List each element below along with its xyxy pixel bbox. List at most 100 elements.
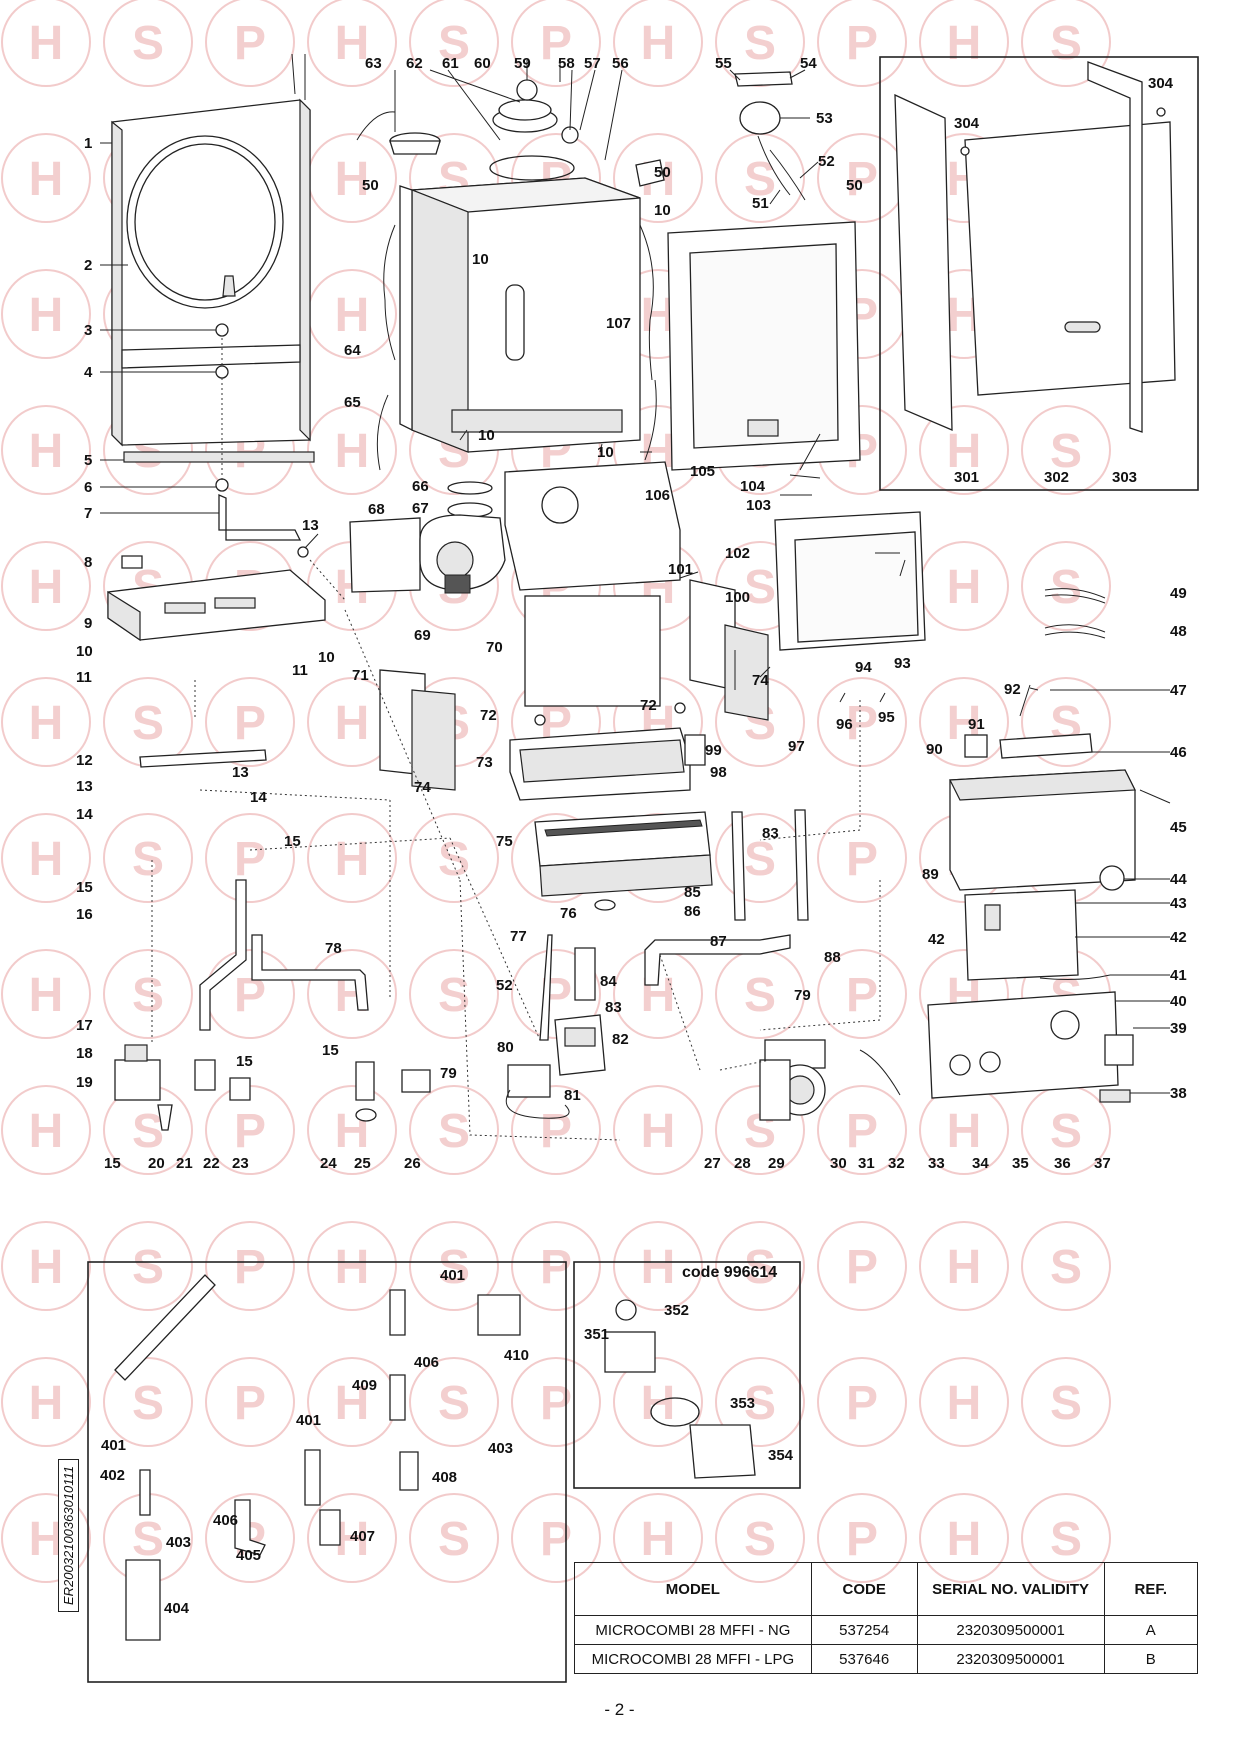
watermark-letter: S	[132, 697, 164, 750]
callout-24: 24	[320, 1155, 337, 1172]
watermark-letter: H	[641, 1105, 676, 1158]
callout-401c: 401	[101, 1437, 126, 1454]
watermark-letter: S	[132, 1513, 164, 1566]
model-table: MODEL CODE SERIAL NO. VALIDITY REF. MICR…	[574, 1562, 1199, 1674]
flue-seal	[389, 140, 441, 155]
watermark-letter: S	[1050, 425, 1082, 478]
watermark-circle	[307, 813, 397, 903]
watermark-letter: H	[29, 697, 64, 750]
callout-61: 61	[442, 55, 459, 72]
watermark-circle	[103, 1221, 193, 1311]
callout-40: 40	[1170, 993, 1187, 1010]
callout-37: 37	[1094, 1155, 1111, 1172]
watermark-circle	[307, 949, 397, 1039]
callout-85: 85	[684, 884, 701, 901]
pump-body-354	[689, 1424, 756, 1479]
cell-serial: 2320309500001	[916, 1615, 1105, 1645]
watermark-letter: P	[234, 833, 266, 886]
callout-97: 97	[788, 738, 805, 755]
silicone-tubes	[757, 135, 806, 201]
watermark-letter: H	[29, 153, 64, 206]
pressure-switch	[739, 101, 781, 135]
callout-52a: 52	[818, 153, 835, 170]
watermark-letter: H	[335, 17, 370, 70]
watermark-circle	[1, 405, 91, 495]
fan-collar-66	[447, 481, 493, 495]
sensor-72b	[674, 702, 686, 714]
watermark-circle	[307, 1085, 397, 1175]
callout-22: 22	[203, 1155, 220, 1172]
cell-ref: B	[1103, 1644, 1199, 1674]
connection-lines	[151, 338, 881, 1141]
callout-1: 1	[84, 135, 92, 152]
watermark-circle	[511, 1221, 601, 1311]
callout-19: 19	[76, 1074, 93, 1091]
callout-304b: 304	[954, 115, 980, 132]
watermark-letter: H	[29, 289, 64, 342]
callout-90: 90	[926, 741, 943, 758]
watermark-circle	[1021, 677, 1111, 767]
watermark-letter: H	[29, 561, 64, 614]
callout-89: 89	[922, 866, 939, 883]
watermark-letter: S	[744, 153, 776, 206]
callout-60: 60	[474, 55, 491, 72]
callout-406b: 406	[213, 1512, 238, 1529]
callout-106: 106	[645, 487, 670, 504]
watermark-letter: H	[335, 1241, 370, 1294]
watermark-letter: H	[335, 1377, 370, 1430]
callout-81: 81	[564, 1087, 581, 1104]
callout-31: 31	[858, 1155, 875, 1172]
watermark-circle	[103, 813, 193, 903]
callout-93: 93	[894, 655, 911, 672]
watermark-circle	[205, 1493, 295, 1583]
callout-410: 410	[504, 1347, 529, 1364]
watermark-letter: S	[744, 561, 776, 614]
watermark-letter: H	[947, 1377, 982, 1430]
pipe-407-group	[304, 1449, 321, 1506]
watermark-circle	[307, 405, 397, 495]
callout-79a: 79	[440, 1065, 457, 1082]
callout-8: 8	[84, 554, 92, 571]
callout-4: 4	[84, 364, 93, 381]
callout-15e: 15	[104, 1155, 121, 1172]
watermark-letter: H	[29, 1377, 64, 1430]
main-heat-exchanger	[509, 727, 691, 801]
watermark-circle	[409, 813, 499, 903]
header-model: MODEL	[574, 1562, 812, 1616]
watermark-letter: P	[846, 697, 878, 750]
watermark-letter: H	[29, 1105, 64, 1158]
cell-model: MICROCOMBI 28 MFFI - LPG	[574, 1644, 812, 1674]
ignition-cable	[505, 1089, 570, 1119]
pipe-88	[644, 934, 791, 986]
callout-94: 94	[855, 659, 872, 676]
pipe-410	[389, 1289, 406, 1336]
callout-14a: 14	[76, 806, 93, 823]
callout-74a: 74	[752, 672, 769, 689]
watermark-circle	[1, 1221, 91, 1311]
callout-401b: 401	[296, 1412, 321, 1429]
washer-4	[215, 365, 229, 379]
callout-73: 73	[476, 754, 493, 771]
watermark-circle	[715, 0, 805, 87]
o-ring-353	[650, 1397, 700, 1427]
pipe-87b	[794, 809, 809, 921]
watermark-circle	[409, 1357, 499, 1447]
screw-304a	[960, 146, 970, 156]
callout-26: 26	[404, 1155, 421, 1172]
watermark-circle	[307, 0, 397, 87]
cable-63	[356, 111, 396, 141]
sensor-72a	[534, 714, 546, 726]
valve-fitting-84	[574, 947, 596, 1001]
callout-80: 80	[497, 1039, 514, 1056]
callout-66: 66	[412, 478, 429, 495]
callout-105: 105	[690, 463, 715, 480]
callout-78: 78	[325, 940, 342, 957]
callout-64: 64	[344, 342, 361, 359]
display-39	[1104, 1034, 1134, 1066]
fuse-holder-91	[964, 734, 988, 758]
watermark-circle	[817, 1357, 907, 1447]
watermark-letter: S	[744, 1241, 776, 1294]
pipe-16	[199, 879, 247, 1031]
watermark-circle	[307, 1221, 397, 1311]
watermark-letter: P	[540, 17, 572, 70]
